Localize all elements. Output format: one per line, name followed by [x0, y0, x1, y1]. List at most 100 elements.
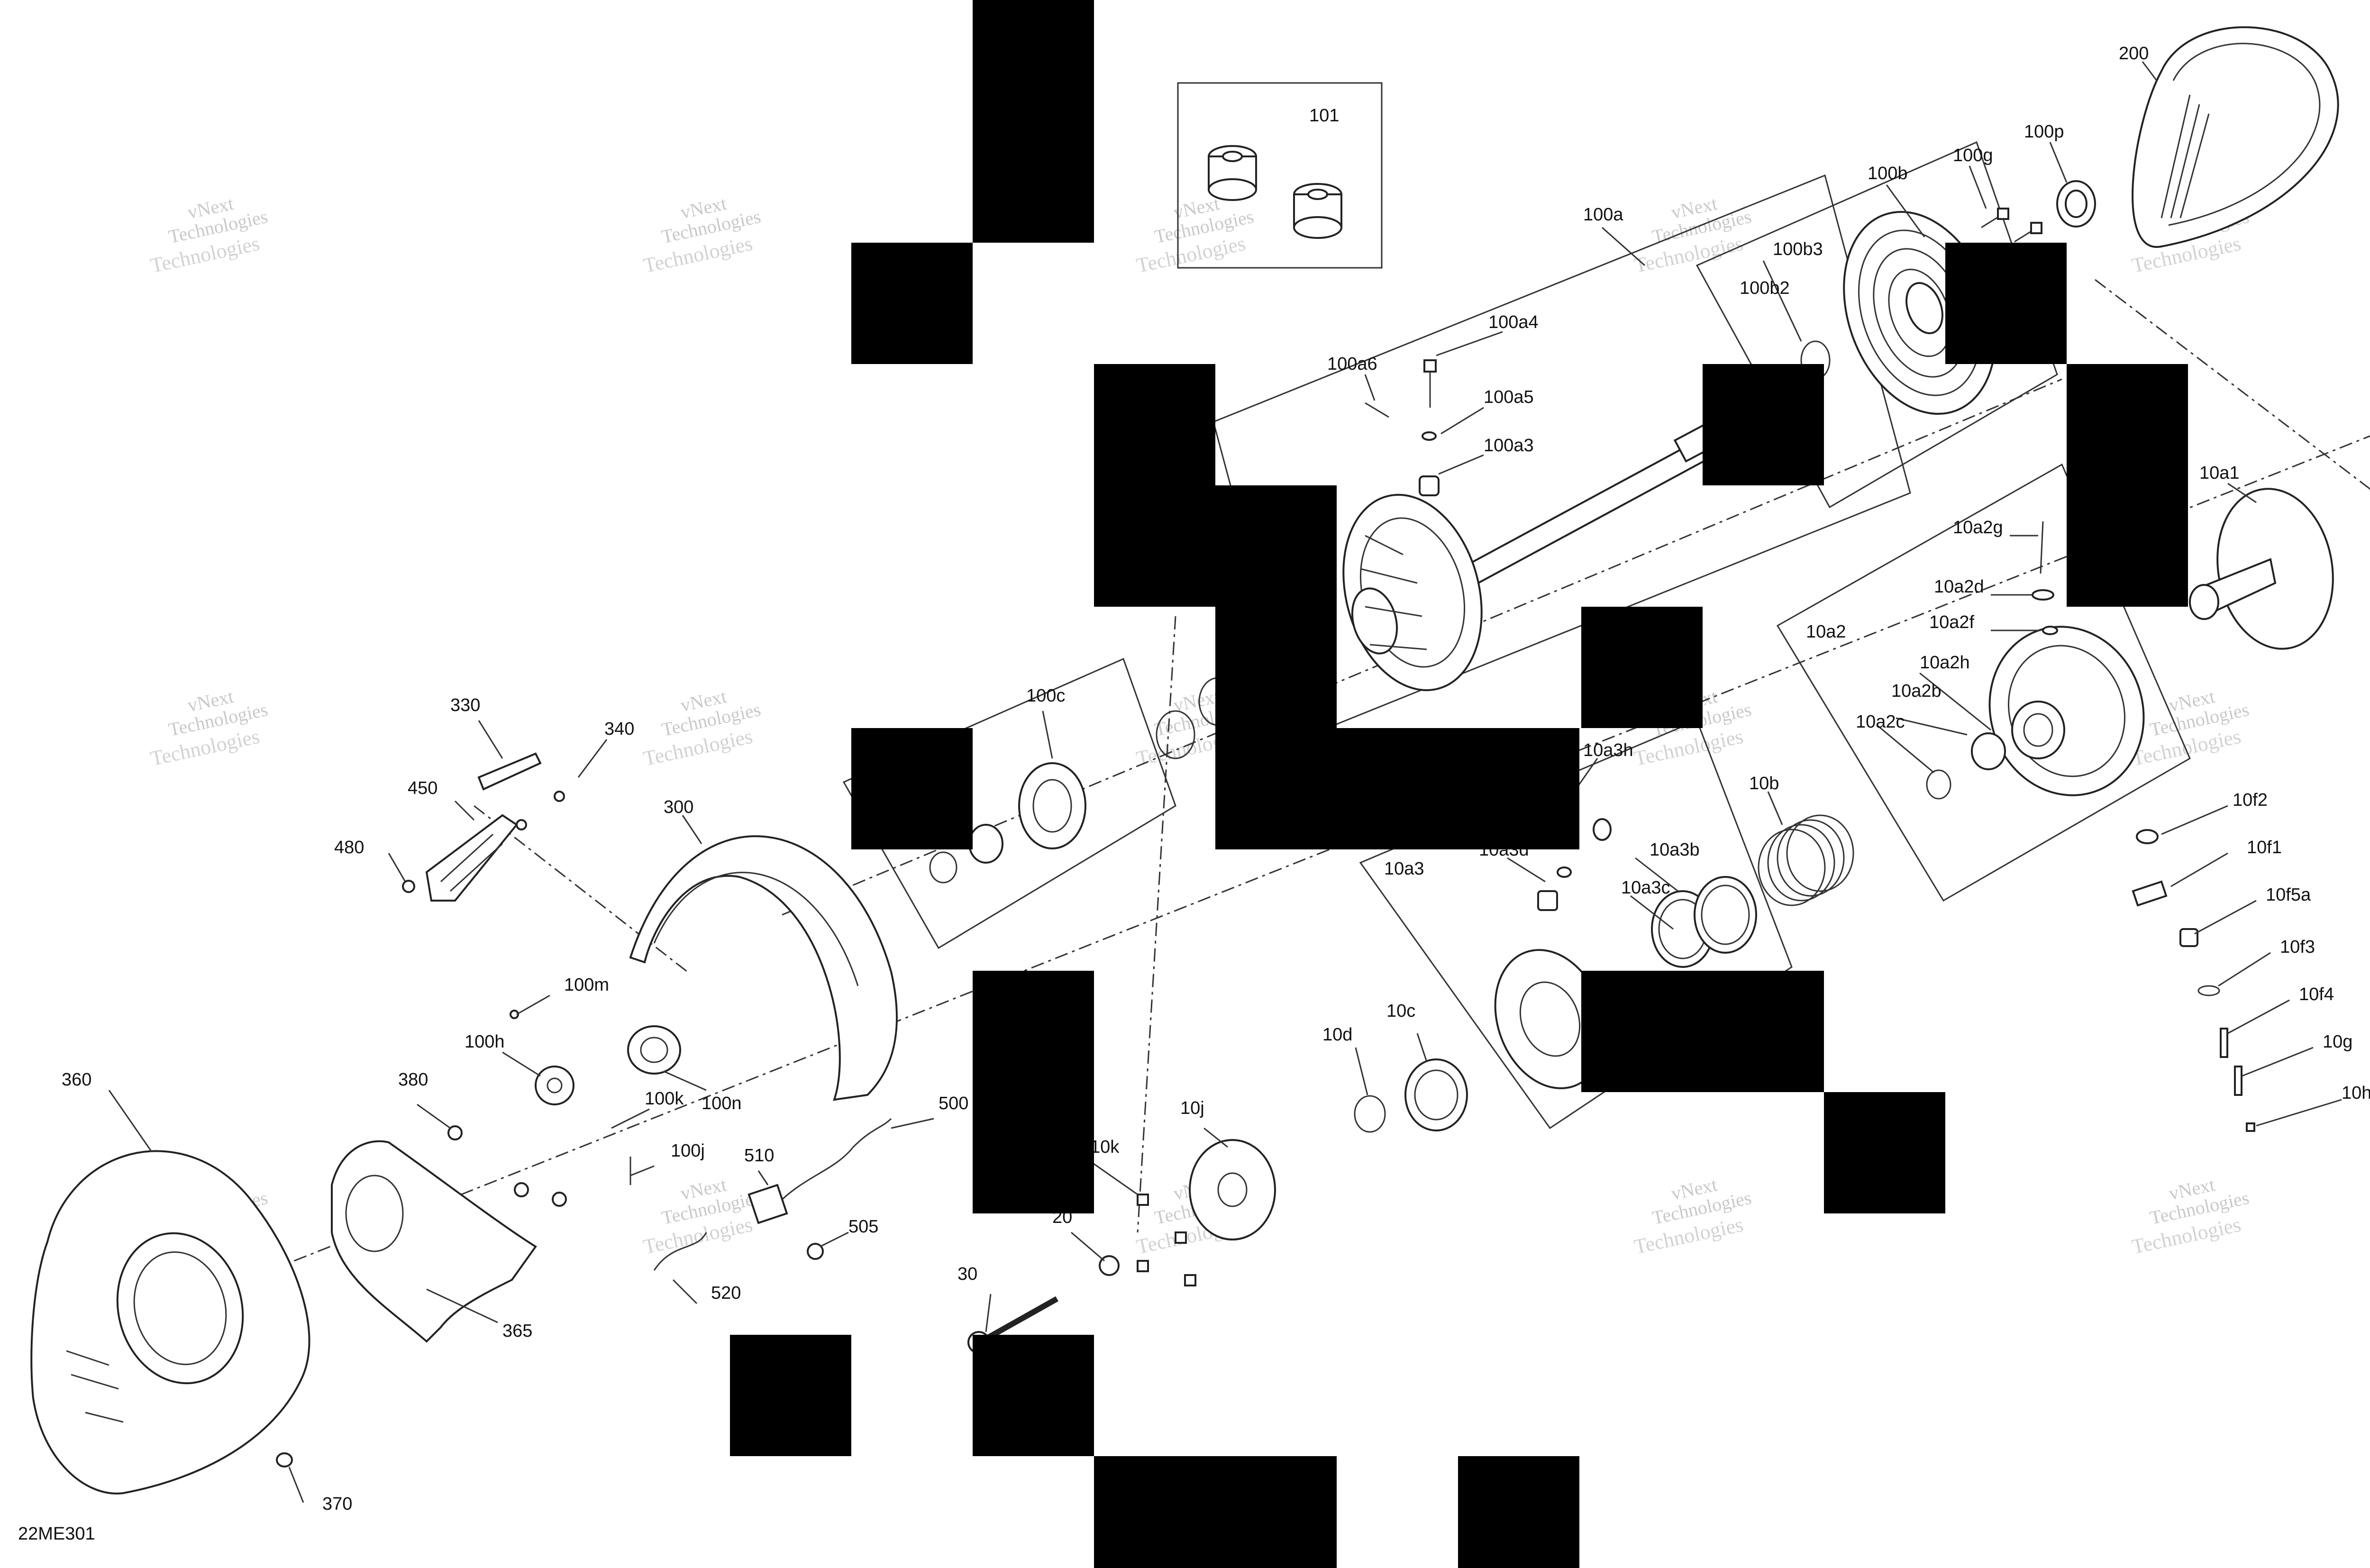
bracket-450 — [425, 814, 518, 902]
redaction-block — [851, 243, 973, 364]
label-10f2: 10f2 — [2233, 790, 2268, 810]
label-480: 480 — [334, 838, 364, 857]
washer-100n — [627, 1025, 681, 1075]
bushing-101 — [1208, 145, 1342, 239]
redaction-block — [1945, 243, 2067, 364]
label-10a2: 10a2 — [1806, 622, 1846, 642]
spider-small-parts — [1926, 521, 2058, 800]
belt-guard-300 — [629, 835, 898, 1101]
label-100m: 100m — [564, 975, 609, 995]
bearing-10c — [1404, 1058, 1468, 1131]
cover-10a3 — [1494, 818, 1757, 1089]
label-10a2c: 10a2c — [1856, 712, 1905, 732]
label-10a1: 10a1 — [2199, 463, 2240, 483]
redaction-block — [1581, 607, 1703, 728]
housing-360 — [30, 1150, 310, 1495]
label-100c: 100c — [1026, 686, 1065, 706]
label-370: 370 — [322, 1494, 352, 1514]
label-10a3c: 10a3c — [1621, 878, 1670, 898]
axis-lower — [246, 435, 2370, 1281]
label-100a4: 100a4 — [1488, 312, 1539, 332]
label-100a6: 100a6 — [1327, 354, 1377, 374]
spider-10a2 — [1988, 626, 2145, 796]
label-10a3: 10a3 — [1384, 859, 1424, 879]
label-520: 520 — [711, 1283, 741, 1303]
label-100k: 100k — [645, 1089, 684, 1109]
label-10k: 10k — [1090, 1137, 1120, 1157]
label-100n: 100n — [702, 1094, 742, 1113]
label-10f1: 10f1 — [2247, 838, 2282, 857]
label-200: 200 — [2119, 44, 2149, 64]
box-100c — [842, 657, 1176, 949]
ring-10d — [1354, 1095, 1386, 1133]
fasteners-left — [402, 791, 824, 1260]
redaction-block — [1337, 728, 1579, 849]
box-101 — [1177, 82, 1383, 269]
label-100b2: 100b2 — [1740, 278, 1790, 298]
label-10j: 10j — [1180, 1098, 1204, 1118]
bearing-100p — [2056, 180, 2096, 228]
label-10a2g: 10a2g — [1953, 518, 2003, 538]
label-510: 510 — [744, 1146, 774, 1166]
label-30: 30 — [957, 1264, 977, 1284]
screws-10k — [1137, 1194, 1196, 1286]
hub-10j — [1189, 1139, 1276, 1240]
redaction-block — [851, 728, 973, 849]
label-300: 300 — [664, 797, 693, 817]
label-100a: 100a — [1583, 205, 1623, 225]
label-10f5a: 10f5a — [2266, 885, 2311, 905]
spring-10b — [1758, 814, 1854, 906]
plug-370 — [276, 1452, 293, 1468]
label-10f4: 10f4 — [2299, 985, 2334, 1004]
label-10a2h: 10a2h — [1920, 653, 1970, 673]
redaction-block — [973, 0, 1094, 243]
redaction-block — [730, 1335, 851, 1456]
redaction-blocks — [730, 0, 2188, 1568]
label-505: 505 — [848, 1217, 878, 1237]
leader-lines — [108, 61, 2342, 1503]
retainer-100c — [929, 677, 1238, 884]
label-10a2d: 10a2d — [1934, 577, 1984, 597]
belt-line — [2095, 279, 2370, 490]
label-100a5: 100a5 — [1484, 387, 1534, 407]
label-10h: 10h — [2342, 1083, 2370, 1103]
redaction-block — [1215, 485, 1337, 849]
nut-100h — [535, 1066, 574, 1105]
label-100b3: 100b3 — [1773, 239, 1823, 259]
label-450: 450 — [408, 778, 438, 798]
screws-100g — [1981, 208, 2042, 243]
redaction-block — [1458, 1456, 1579, 1568]
label-380: 380 — [398, 1070, 428, 1090]
label-10a2f: 10a2f — [1929, 612, 1975, 632]
inner-cover-365 — [331, 1140, 537, 1343]
redaction-block — [1703, 364, 1824, 485]
label-500: 500 — [939, 1094, 968, 1113]
label-10c: 10c — [1386, 1001, 1415, 1021]
label-101: 101 — [1309, 106, 1339, 126]
moveable-sheave-10a1 — [2189, 488, 2334, 650]
redaction-block — [2067, 364, 2188, 607]
label-10b: 10b — [1749, 774, 1779, 793]
drive-belt-200 — [2132, 26, 2339, 248]
fasteners-10f — [2132, 829, 2255, 1132]
shaft-assembly-100a — [1342, 419, 1725, 692]
label-100b: 100b — [1868, 164, 1908, 183]
redaction-block — [1094, 364, 1215, 607]
vertical-line — [1137, 616, 1176, 1233]
label-100a3: 100a3 — [1484, 436, 1534, 456]
label-100p: 100p — [2024, 122, 2064, 142]
label-10a2b: 10a2b — [1891, 681, 1942, 701]
label-10a3h: 10a3h — [1583, 740, 1633, 760]
redaction-block — [1824, 1092, 1945, 1213]
harness-500 — [653, 1118, 892, 1271]
label-10a3b: 10a3b — [1650, 840, 1700, 860]
label-100j: 100j — [671, 1141, 705, 1161]
diagram-code: 22ME301 — [18, 1524, 95, 1544]
label-10f3: 10f3 — [2280, 937, 2315, 957]
redaction-block — [1094, 1456, 1337, 1568]
redaction-block — [973, 971, 1094, 1213]
label-365: 365 — [502, 1321, 532, 1341]
redaction-block — [973, 1335, 1094, 1456]
part-labels: 101 200 100a 100b 100g 100p 100b3 100b2 … — [18, 44, 2370, 1544]
